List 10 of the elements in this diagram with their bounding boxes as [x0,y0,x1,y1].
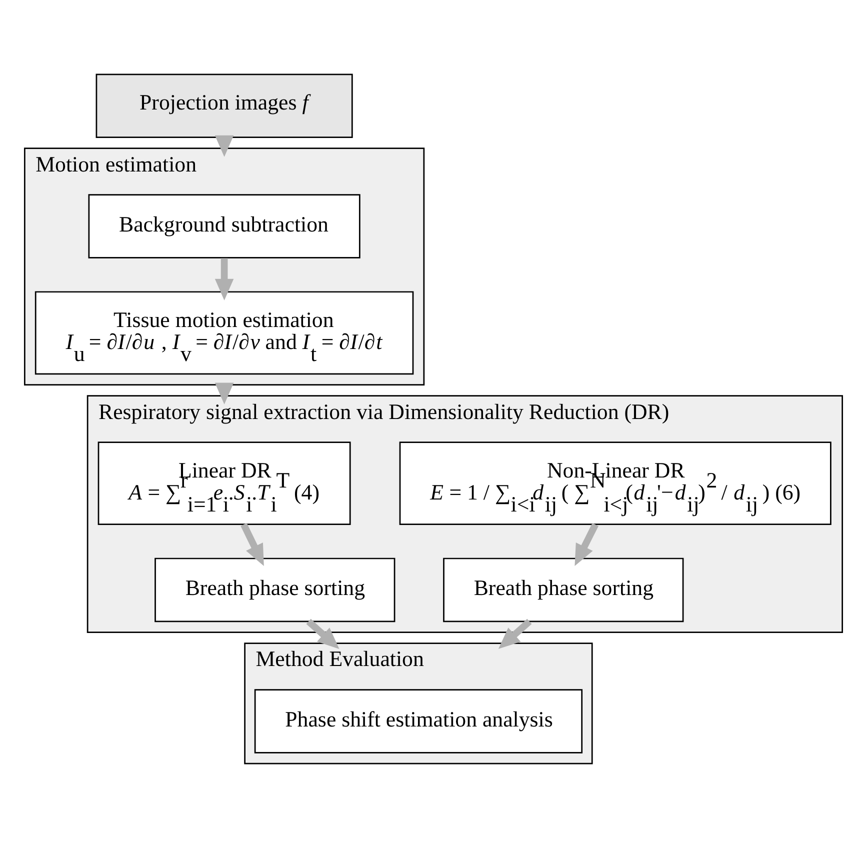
node-box: Breath phase sorting [154,557,396,622]
arrow [574,522,598,566]
arrow [240,522,264,566]
arrow [498,618,532,648]
arrow [214,134,234,156]
node-box: Breath phase sorting [443,557,684,622]
node-box: Phase shift estimation analysis [254,688,583,753]
arrow [214,258,234,300]
arrow [306,618,340,648]
node-box: Background subtraction [88,194,360,258]
